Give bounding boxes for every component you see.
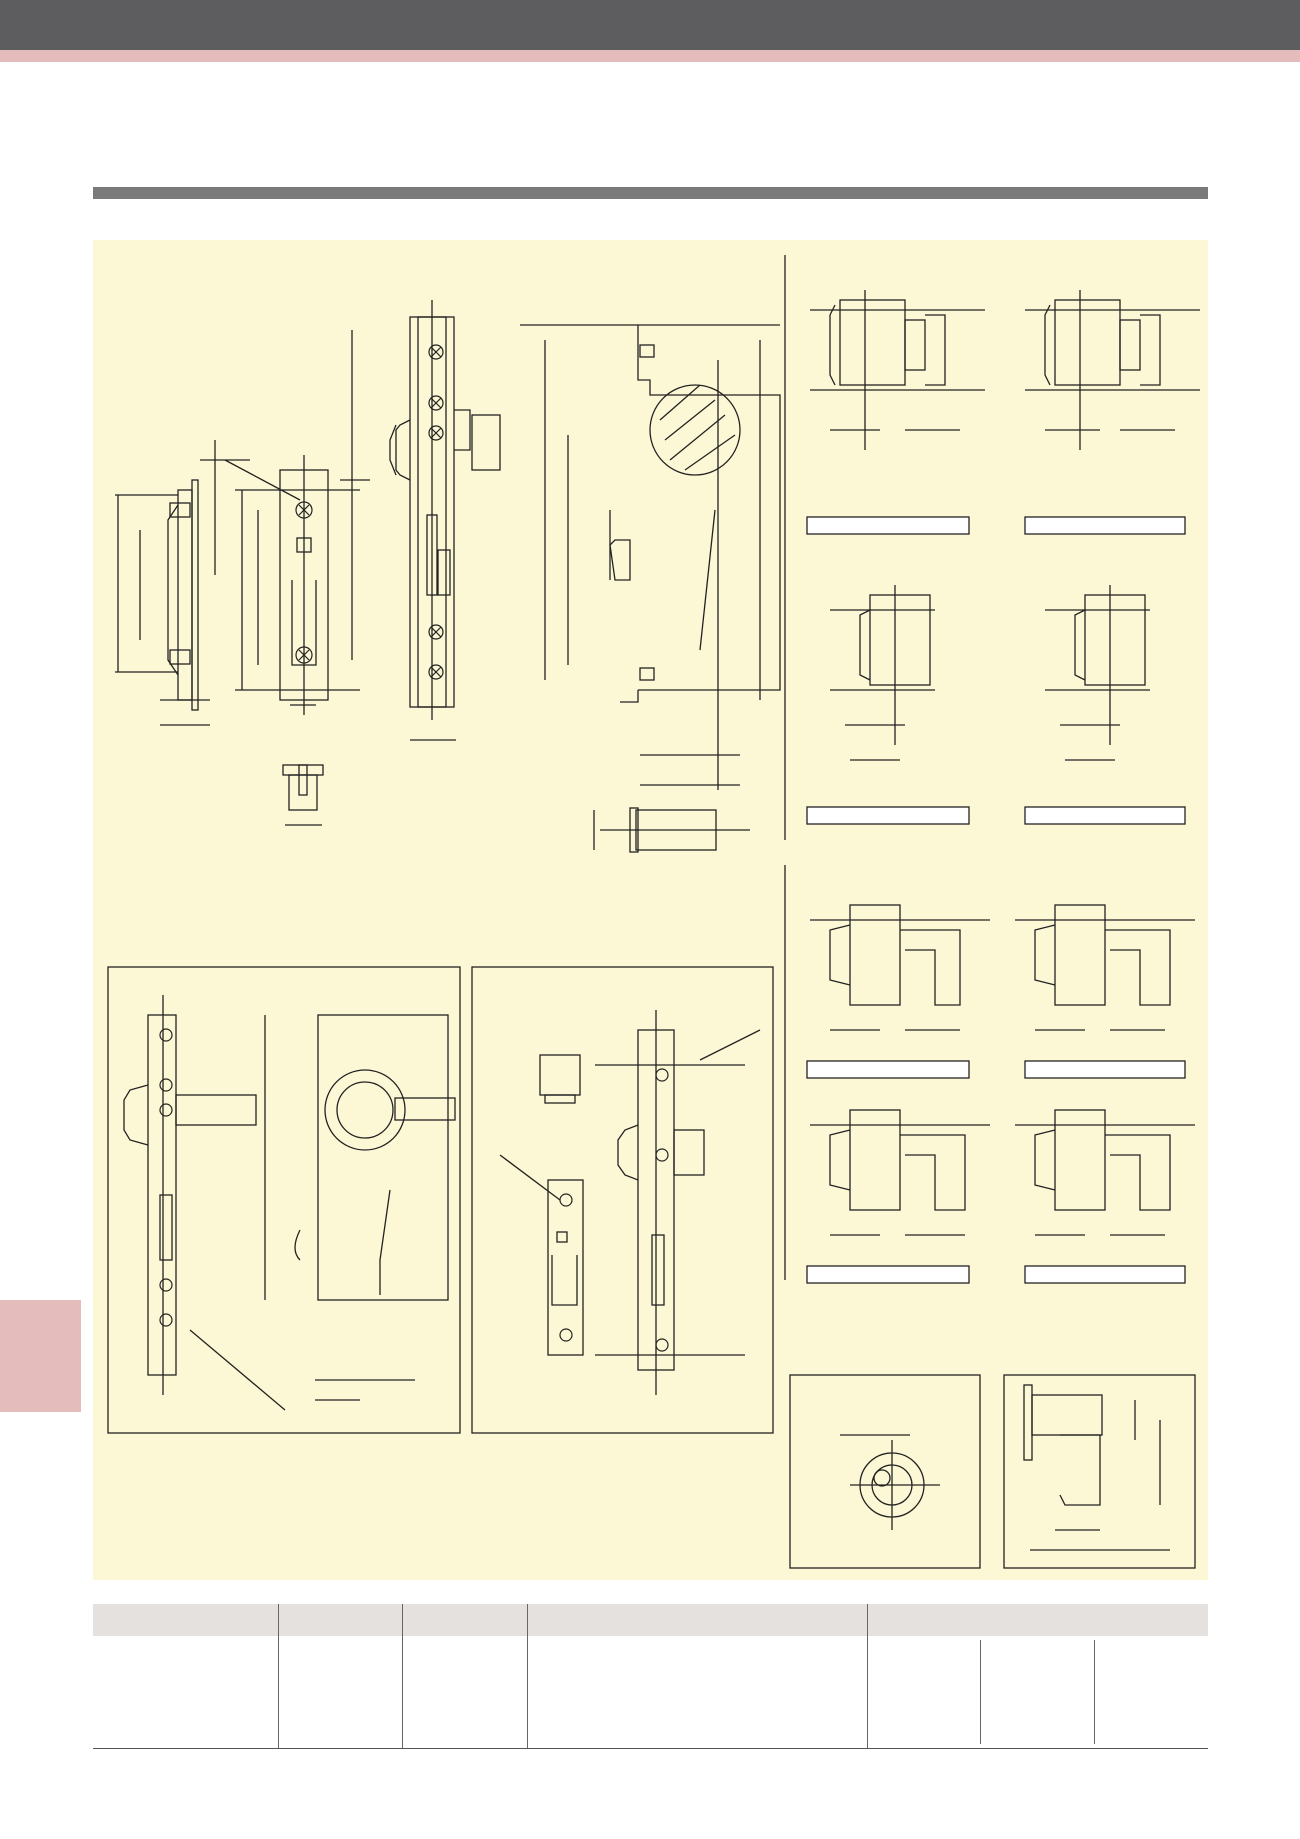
- spec-label-box: [1024, 516, 1186, 535]
- knob-side-view-1: [810, 290, 985, 450]
- strike-plate-front: [224, 330, 370, 715]
- knob-side-view-4: [1045, 585, 1150, 761]
- lever-side-view-3: [810, 1109, 990, 1236]
- lever-side-view-4: [1015, 1109, 1195, 1236]
- spec-label-box: [1024, 1060, 1186, 1079]
- table-column-divider: [527, 1604, 528, 1748]
- table-subcolumn-divider: [980, 1640, 981, 1744]
- spec-label-box: [806, 1060, 970, 1079]
- spec-label-box: [806, 806, 970, 825]
- strike-box: [282, 764, 324, 826]
- spec-label-box: [1024, 806, 1186, 825]
- table-column-divider: [402, 1604, 403, 1748]
- bottom-left-drawing-frame: [107, 966, 461, 1434]
- lever-side-view-2: [1015, 904, 1195, 1031]
- table-column-divider: [278, 1604, 279, 1748]
- thumbturn-side-view-frame: [1003, 1374, 1196, 1569]
- screw-head-cross-icon: [159, 344, 669, 1352]
- bottom-middle-drawing-frame: [471, 966, 774, 1434]
- top-header-bar: [0, 0, 1300, 50]
- spec-label-box: [806, 516, 970, 535]
- knob-side-view-2: [1025, 290, 1200, 450]
- bolt-cylinder-detail: [593, 807, 750, 853]
- table-column-divider: [867, 1604, 868, 1748]
- spec-label-box: [806, 1265, 970, 1284]
- table-subcolumn-divider: [1094, 1640, 1095, 1744]
- lock-faceplate-front: [389, 300, 501, 741]
- spec-label-box: [1024, 1265, 1186, 1284]
- lever-side-view-1: [810, 904, 990, 1031]
- spec-table-body: [93, 1636, 1208, 1749]
- chapter-side-tab: [0, 1300, 81, 1412]
- latch-side-profile: [115, 440, 250, 726]
- drawing-panel: [93, 240, 1208, 1580]
- header-accent-strip: [0, 50, 1300, 62]
- section-divider-bar: [93, 187, 1208, 199]
- lock-case-side: [520, 324, 781, 790]
- knob-side-view-3: [830, 585, 935, 761]
- cylinder-front-view-frame: [789, 1374, 981, 1569]
